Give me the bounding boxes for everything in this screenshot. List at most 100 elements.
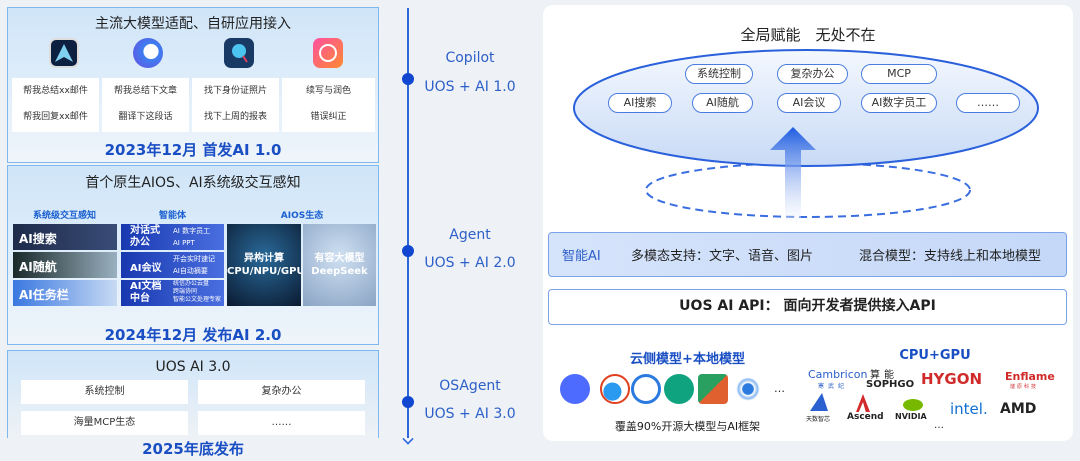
tile-line: 有容大模型	[314, 253, 365, 264]
ai3-release: 2025年底发布	[142, 440, 244, 458]
smart-ai-label: 智能AI	[562, 249, 601, 264]
stage-version: UOS + AI 2.0	[424, 255, 516, 271]
iluvatar-logo-icon	[810, 393, 828, 411]
search-app-icon	[224, 38, 254, 68]
agent-items: 统信办公云盘跨端协同智能公文处理专家	[173, 280, 221, 304]
ascend-logo: Ascend	[847, 412, 884, 422]
nvidia-logo-icon	[903, 399, 923, 411]
up-arrow-icon	[770, 127, 816, 225]
timeline-axis	[407, 8, 409, 438]
hw-more: …	[934, 420, 944, 431]
example-prompt: 找下上周的报表	[203, 112, 267, 122]
ai1-cell-search: 找下身份证照片找下上周的报表	[192, 78, 279, 132]
models-caption: 覆盖90%开源大模型与AI框架	[614, 420, 761, 433]
openai-logo-icon	[664, 374, 694, 404]
writing-app-icon	[313, 38, 343, 68]
cambricon-cn-logo: 寒武纪	[818, 383, 849, 390]
section-agents: 智能体	[158, 211, 186, 221]
example-prompt: 翻译下这段话	[118, 112, 173, 122]
capability-pill: AI搜索	[608, 93, 672, 113]
ai3-title: UOS AI 3.0	[155, 359, 231, 375]
ai3-cell: ……	[198, 411, 365, 435]
example-prompt: 续写与润色	[305, 86, 351, 96]
example-prompt: 错误纠正	[310, 112, 347, 122]
capability-pill: 复杂办公	[777, 64, 848, 84]
tile-ai-companion: AI随航	[13, 252, 117, 278]
hybrid-model-text: 混合模型：支持线上和本地模型	[859, 249, 1042, 264]
stage-version: UOS + AI 1.0	[424, 79, 516, 95]
tile-ai-search: AI搜索	[13, 224, 117, 250]
ai1-release: 2023年12月 首发AI 1.0	[104, 141, 282, 159]
timeline-arrow-icon	[402, 433, 414, 445]
ai2-release: 2024年12月 发布AI 2.0	[104, 326, 282, 344]
cambricon-logo: Cambricon	[808, 368, 868, 381]
capability-pill: 系统控制	[685, 64, 753, 84]
hygon-logo: HYGON	[921, 370, 983, 388]
api-band: UOS AI API： 面向开发者提供接入API	[548, 289, 1067, 325]
multimodal-text: 多模态支持：文字、语音、图片	[631, 249, 814, 264]
agent-item: 统信办公云盘	[173, 280, 210, 287]
iluvatar-logo: 天数智芯	[806, 416, 831, 423]
example-prompt: 找下身份证照片	[203, 86, 267, 96]
ai1-cell-browser: 帮我总结下文章翻译下这段话	[102, 78, 189, 132]
agent-item: AI PPT	[173, 239, 195, 247]
model-logo-icon	[631, 374, 661, 404]
intel-logo: intel.	[950, 400, 988, 418]
ai3-cell: 海量MCP生态	[21, 411, 188, 435]
ai1-cell-writing: 续写与润色错误纠正	[282, 78, 375, 132]
capability-pill: AI随航	[692, 93, 753, 113]
ai1-panel: 主流大模型适配、自研应用接入 帮我总结xx邮件帮我回复xx邮件 帮我总结下文章翻…	[7, 7, 379, 163]
right-title: 全局赋能 无处不在	[740, 26, 876, 44]
tile-heterogeneous-compute: 异构计算 CPU/NPU/GPU	[227, 224, 301, 306]
model-logo-icon	[600, 374, 630, 404]
timeline-dot	[402, 73, 414, 85]
hw-title: CPU+GPU	[899, 348, 971, 363]
section-ecosystem: AIOS生态	[280, 211, 324, 221]
stage-version: UOS + AI 3.0	[424, 406, 516, 422]
model-logo-icon	[733, 374, 763, 404]
stage-name: Agent	[449, 227, 491, 243]
agent-item: AI 数字员工	[173, 227, 211, 235]
tile-agent-docs: AI文档 中台统信办公云盘跨端协同智能公文处理专家	[121, 280, 224, 306]
section-interaction: 系统级交互感知	[32, 211, 96, 221]
agent-item: 跨端协同	[173, 288, 198, 295]
tile-ai-taskbar: AI任务栏	[13, 280, 117, 306]
mail-app-icon	[49, 38, 79, 68]
agent-name: 对话式 办公	[130, 225, 160, 248]
example-prompt: 帮我回复xx邮件	[23, 112, 88, 122]
tile-agent-office: 对话式 办公 AI 数字员工 AI PPT	[121, 224, 224, 250]
timeline-dot	[402, 245, 414, 257]
stage-name: Copilot	[445, 50, 495, 66]
models-title: 云侧模型+本地模型	[630, 352, 745, 367]
ai3-cell: 复杂办公	[198, 380, 365, 404]
enflame-logo: Enflame	[1005, 370, 1055, 383]
ai3-cell: 系统控制	[21, 380, 188, 404]
ai1-cell-mail: 帮我总结xx邮件帮我回复xx邮件	[12, 78, 99, 132]
ai1-title: 主流大模型适配、自研应用接入	[95, 16, 291, 32]
example-prompt: 帮我总结下文章	[113, 86, 177, 96]
models-more: …	[774, 382, 785, 395]
agent-item: 智能公文处理专家	[173, 296, 222, 303]
tile-line: CPU/NPU/GPU	[227, 266, 301, 277]
nvidia-logo: NVIDIA	[895, 412, 927, 421]
agent-name: AI文档 中台	[130, 281, 162, 304]
agent-items: AI 数字员工 AI PPT	[173, 225, 210, 249]
sophgo-logo: SOPHGO	[866, 379, 915, 390]
tile-line: 异构计算	[244, 253, 284, 264]
stage-name: OSAgent	[439, 378, 501, 394]
capability-pill: MCP	[861, 64, 937, 84]
capability-pill: ……	[956, 93, 1020, 113]
smart-ai-band: 智能AI 多模态支持：文字、语音、图片 混合模型：支持线上和本地模型	[548, 232, 1067, 277]
agent-item: 开会实时速记	[173, 255, 215, 263]
capability-pill: AI会议	[777, 93, 841, 113]
timeline-dot	[402, 396, 414, 408]
ai2-panel: 首个原生AIOS、AI系统级交互感知 系统级交互感知 智能体 AIOS生态 AI…	[7, 165, 379, 345]
example-prompt: 帮我总结xx邮件	[23, 86, 88, 96]
agent-name: AI会议	[130, 263, 162, 274]
deepseek-logo-icon	[560, 374, 590, 404]
ai3-panel: UOS AI 3.0 系统控制 复杂办公 海量MCP生态 ……	[7, 350, 379, 438]
amd-logo: AMD	[1000, 401, 1037, 417]
enflame-cn-logo: 燧原科技	[1010, 384, 1039, 390]
